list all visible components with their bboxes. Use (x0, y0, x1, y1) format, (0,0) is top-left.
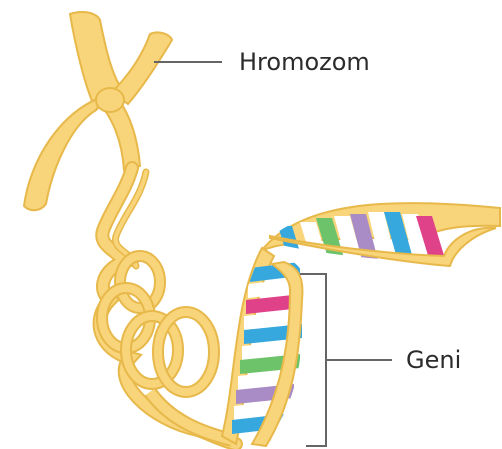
genes-label: Geni (406, 346, 461, 374)
centromere (96, 88, 124, 112)
coil-loop-4-fill (158, 312, 214, 392)
coil-loops (102, 256, 232, 440)
dna-icon (222, 203, 500, 446)
chromosome-bottom-left-arm (24, 96, 104, 210)
chromosome-icon (24, 12, 172, 210)
chromosome-label: Hromozom (239, 48, 370, 76)
bracket-icon (300, 274, 326, 446)
